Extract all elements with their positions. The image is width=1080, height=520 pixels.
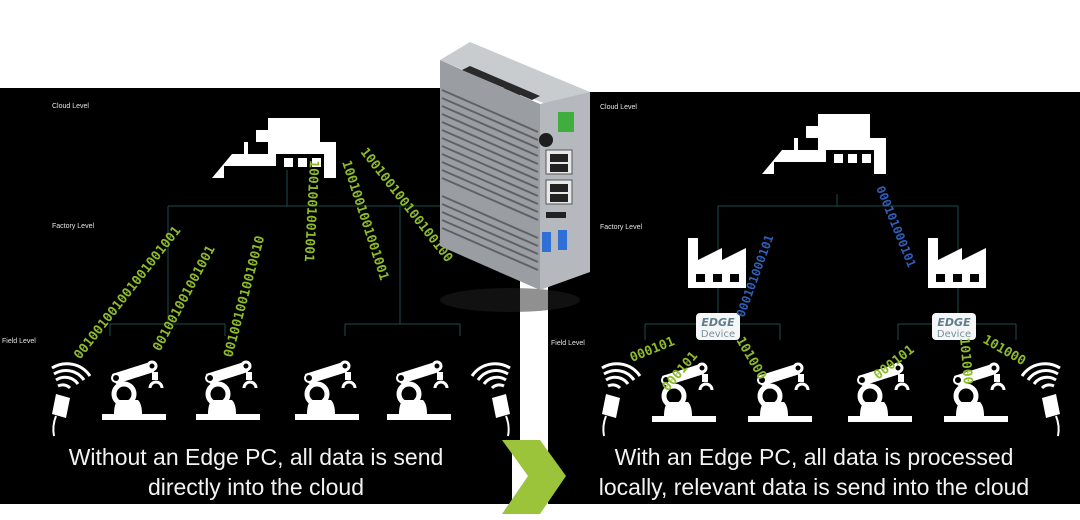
right-caption-bar	[548, 440, 1080, 504]
left-network-lines	[109, 170, 488, 336]
right-factory-level-label: Factory Level	[600, 224, 643, 231]
left-caption-bar	[0, 440, 512, 504]
robot-arm-icon	[196, 362, 260, 420]
robot-arm-icon	[102, 362, 166, 420]
left-caption: Without an Edge PC, all data is send dir…	[0, 442, 512, 502]
binary-stream-field: 000101	[628, 334, 677, 366]
edge-device-badge: EDGE Device	[932, 313, 976, 340]
factory-icon	[928, 238, 986, 288]
left-cloud-level-label: Cloud Level	[52, 103, 89, 110]
binary-stream-field: 101000	[956, 337, 975, 385]
binary-stream-field: 101000	[733, 335, 770, 383]
left-caption-line1: Without an Edge PC, all data is send	[68, 444, 444, 470]
left-caption-line2: directly into the cloud	[147, 474, 365, 500]
right-caption-line1: With an Edge PC, all data is processed	[614, 444, 1014, 470]
cloud-icon	[762, 114, 886, 174]
left-field-level-label: Field Level	[2, 338, 36, 345]
svg-text:EDGE: EDGE	[937, 316, 971, 329]
binary-stream-cloud: 000101000101	[873, 184, 918, 270]
edge-device-badge: EDGE Device	[696, 313, 740, 340]
right-cloud-level-label: Cloud Level	[600, 104, 637, 111]
wireless-sensor-icon	[50, 362, 92, 438]
robot-arm-icon	[295, 362, 359, 420]
svg-text:EDGE: EDGE	[701, 316, 735, 329]
svg-text:Device: Device	[701, 329, 735, 340]
svg-text:Device: Device	[937, 329, 971, 340]
robot-arm-icon	[944, 364, 1008, 422]
binary-stream-field: 000101	[871, 342, 917, 383]
right-caption: With an Edge PC, all data is processed l…	[548, 442, 1080, 502]
robot-arm-icon	[387, 362, 451, 420]
binary-stream: 1001001001001	[301, 160, 321, 263]
right-field-level-label: Field Level	[551, 340, 585, 347]
edge-pc-device	[440, 42, 590, 312]
factory-icon	[688, 238, 746, 288]
wireless-sensor-icon	[1020, 362, 1062, 438]
binary-stream-field: 101000	[980, 332, 1028, 369]
wireless-sensor-icon	[470, 362, 512, 438]
chevron-right-icon	[502, 440, 566, 514]
right-caption-line2: locally, relevant data is send into the …	[598, 474, 1030, 500]
binary-stream: 0010010010010010	[221, 234, 268, 359]
wireless-sensor-icon	[600, 362, 642, 438]
left-panel-without-edge	[0, 88, 520, 440]
left-factory-level-label: Factory Level	[52, 223, 95, 230]
